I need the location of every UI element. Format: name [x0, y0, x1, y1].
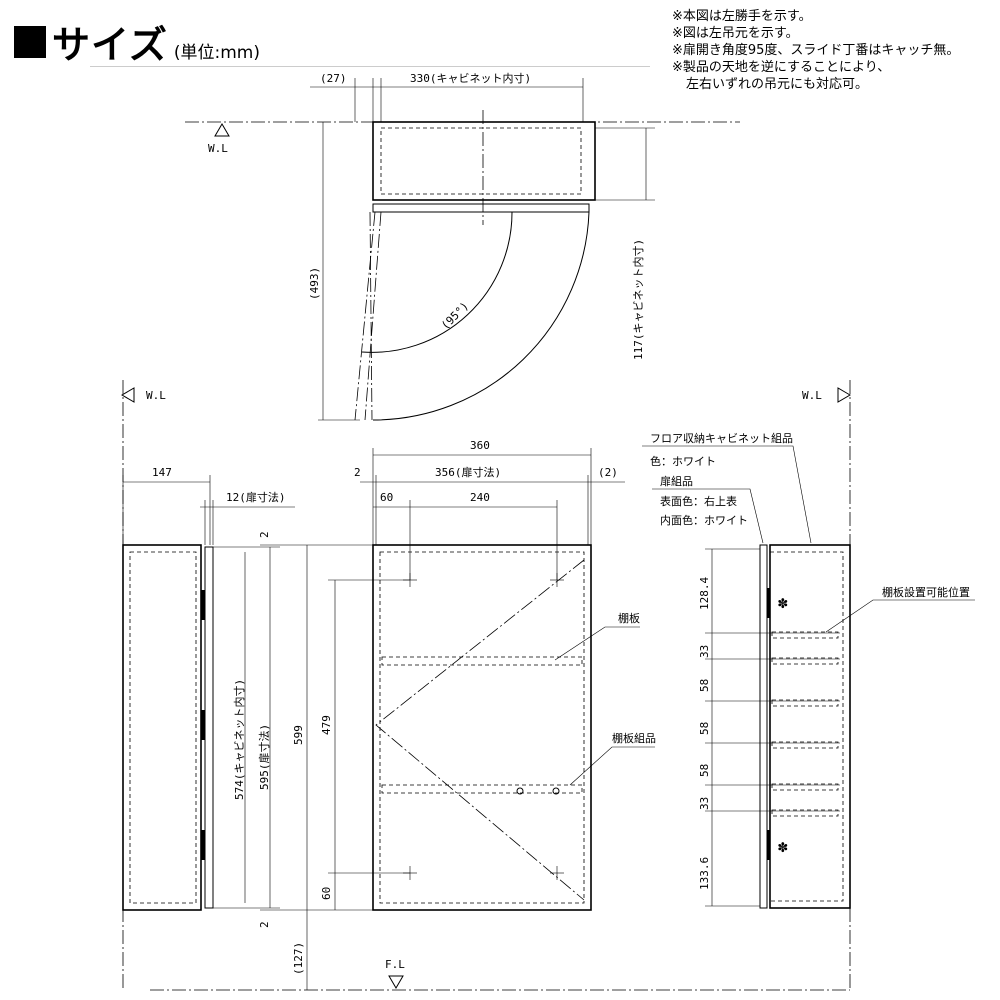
pitch-label: 128.4 [698, 577, 711, 610]
right-view: ✽ ✽ 128.4 33 58 58 58 33 133.6 [642, 432, 975, 909]
door-open-line [369, 211, 373, 421]
dim-label: 240 [470, 491, 490, 504]
dim-label: (493) [308, 267, 321, 300]
shelf-assembly [381, 784, 583, 794]
dim-label: 2 [258, 531, 271, 538]
door-open-line [354, 211, 376, 421]
note: ※本図は左勝手を示す。 [672, 9, 812, 24]
wl-label: W.L [208, 142, 228, 155]
dim-label: (127) [292, 942, 305, 975]
top-view: W.L (95°) (27) 330(キャビネット内寸) (493) 117(キ… [185, 71, 740, 421]
door-top [372, 203, 590, 213]
cabinet-side [122, 544, 202, 911]
dim-label: (27) [320, 72, 347, 85]
label-door-inner: 内面色：ホワイト [660, 513, 748, 527]
label-cabinet-color: 色：ホワイト [650, 454, 716, 468]
shelf-positions [771, 631, 839, 817]
shelf-pin-icon [552, 787, 560, 795]
dim-label: 147 [152, 466, 172, 479]
note: ※図は左吊元を示す。 [672, 26, 799, 41]
fl-triangle-icon [388, 975, 404, 989]
label-shelf-positions: 棚板設置可能位置 [882, 585, 970, 599]
title-square-icon [14, 25, 46, 58]
leader-line [642, 445, 812, 544]
door-swing-arc [372, 211, 590, 421]
note: 左右いずれの吊元にも対応可。 [686, 77, 869, 92]
dim-label: 60 [380, 491, 393, 504]
hinge-icon [201, 710, 205, 740]
door-front [372, 544, 592, 911]
leader-line [554, 626, 640, 661]
dim-label: 574(キャビネット内寸) [232, 679, 246, 800]
pitch-label: 58 [698, 764, 711, 777]
cabinet-inner [380, 127, 582, 195]
note: ※製品の天地を逆にすることにより、 [672, 60, 891, 75]
opening-direction-mark [375, 559, 585, 901]
shelf [381, 656, 583, 666]
leader-line [569, 746, 655, 786]
dim-label: 60 [320, 887, 333, 900]
cabinet-top [372, 121, 596, 201]
front-view: 360 2 356(扉寸法) (2) 60 240 2 2 599 (127) … [258, 439, 656, 990]
label-shelf: 棚板 [618, 611, 640, 625]
leader-line [652, 488, 764, 544]
hinge-icon [767, 830, 770, 860]
notes: ※本図は左勝手を示す。 ※図は左吊元を示す。 ※扉開き角度95度、スライド丁番は… [672, 8, 959, 93]
wl-triangle-icon [837, 387, 851, 403]
fl-label: F.L [385, 958, 405, 971]
label-cabinet: フロア収納キャビネット組品 [650, 432, 793, 445]
title-divider [90, 66, 650, 67]
dim-label: 356(扉寸法) [435, 465, 501, 479]
pitch-label: 33 [698, 797, 711, 810]
hinge-plate-icon: ✽ [778, 593, 788, 612]
wl-triangle-icon [121, 387, 135, 403]
hinge-icon [201, 590, 205, 620]
pitch-ext-lines [705, 548, 840, 907]
shelf-pin-icon [516, 787, 524, 795]
door-side [204, 546, 214, 909]
cabinet-side [769, 544, 851, 909]
hinge-icon [201, 830, 205, 860]
title-text: サイズ [52, 23, 168, 67]
wl-label: W.L [146, 389, 166, 402]
label-shelf-assembly: 棚板組品 [612, 731, 656, 745]
dim-label: 330(キャビネット内寸) [410, 71, 531, 85]
dim-label: 599 [292, 725, 305, 745]
hinge-plate-icon: ✽ [778, 837, 788, 856]
note: ※扉開き角度95度、スライド丁番はキャッチ無。 [672, 43, 960, 58]
leader-line [825, 599, 975, 633]
wl-triangle-icon [214, 123, 230, 137]
title-unit: (単位:mm) [173, 43, 260, 63]
pitch-label: 133.6 [698, 857, 711, 890]
pitch-label: 58 [698, 679, 711, 692]
dim-label: (2) [598, 466, 618, 479]
hole-marks [403, 573, 564, 880]
dim-label: 12(扉寸法) [226, 490, 286, 504]
page-title: サイズ (単位:mm) [14, 14, 260, 69]
cabinet-inner [129, 551, 197, 904]
pitch-label: 33 [698, 645, 711, 658]
cabinet-inner [379, 551, 585, 904]
pitch-label: 58 [698, 722, 711, 735]
door-side [759, 544, 768, 909]
dim-label: 595(扉寸法) [257, 724, 271, 790]
dim-label: 360 [470, 439, 490, 452]
dim-label: 479 [320, 715, 333, 735]
side-view: 147 12(扉寸法) 574(キャビネット内寸) 595(扉寸法) [122, 466, 295, 911]
hinge-icon [767, 588, 770, 618]
label-door-surface: 表面色：右上表 [660, 494, 737, 508]
wl-label: W.L [802, 389, 822, 402]
label-door: 扉組品 [660, 475, 693, 488]
cabinet-inner [769, 551, 844, 902]
dim-label: 117(キャビネット内寸) [631, 239, 645, 360]
dim-label: 2 [354, 466, 361, 479]
dim-label: 2 [258, 921, 271, 928]
angle-arc [361, 211, 513, 353]
door-open-line [364, 211, 382, 421]
